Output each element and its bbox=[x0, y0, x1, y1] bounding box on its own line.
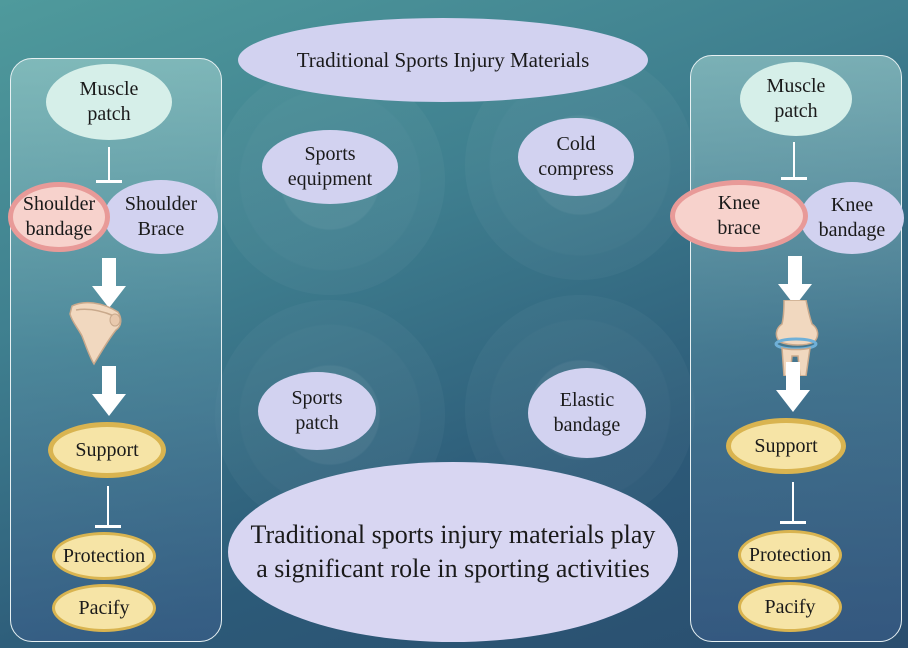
inhibit-connector bbox=[96, 147, 122, 183]
node-label: Protection bbox=[748, 543, 832, 566]
inhibit-connector bbox=[781, 142, 807, 180]
node-label: Sports patch bbox=[291, 387, 343, 434]
knee-brace-node: Knee brace bbox=[670, 180, 808, 252]
title-oval: Traditional Sports Injury Materials bbox=[238, 18, 648, 102]
conclusion-text: Traditional sports injury materials play… bbox=[250, 520, 656, 583]
node-label: Pacify bbox=[78, 596, 130, 619]
node-label: Muscle patch bbox=[79, 78, 139, 125]
down-arrow bbox=[776, 362, 810, 412]
title-text: Traditional Sports Injury Materials bbox=[296, 47, 590, 72]
node-label: Cold compress bbox=[538, 133, 614, 180]
inhibit-connector bbox=[780, 482, 806, 524]
node-label: Support bbox=[754, 434, 818, 457]
node-label: Protection bbox=[62, 544, 146, 567]
sports-patch-node: Sports patch bbox=[258, 372, 376, 450]
node-label: Support bbox=[75, 438, 139, 461]
right-muscle-patch-node: Muscle patch bbox=[740, 62, 852, 136]
inhibit-connector bbox=[95, 486, 121, 528]
shoulder-bandage-node: Shoulder bandage bbox=[8, 182, 110, 252]
left-muscle-patch-node: Muscle patch bbox=[46, 64, 172, 140]
right-pacify-node: Pacify bbox=[738, 582, 842, 632]
conclusion-oval: Traditional sports injury materials play… bbox=[228, 462, 678, 642]
node-label: Shoulder bandage bbox=[22, 193, 96, 240]
node-label: Elastic bandage bbox=[553, 389, 621, 436]
shoulder-blade-icon bbox=[69, 301, 122, 366]
knee-bandage-node: Knee bandage bbox=[800, 182, 904, 254]
down-arrow bbox=[92, 366, 126, 416]
node-label: Pacify bbox=[764, 595, 816, 618]
down-arrow bbox=[92, 258, 126, 308]
down-arrow bbox=[778, 256, 812, 306]
right-protection-node: Protection bbox=[738, 530, 842, 580]
node-label: Knee bandage bbox=[818, 194, 886, 241]
node-label: Muscle patch bbox=[766, 75, 826, 122]
elastic-bandage-node: Elastic bandage bbox=[528, 368, 646, 458]
shoulder-brace-node: Shoulder Brace bbox=[104, 180, 218, 254]
node-label: Sports equipment bbox=[287, 143, 373, 190]
node-label: Knee brace bbox=[717, 192, 761, 239]
cold-compress-node: Cold compress bbox=[518, 118, 634, 196]
left-protection-node: Protection bbox=[52, 532, 156, 580]
left-support-node: Support bbox=[48, 422, 166, 478]
left-pacify-node: Pacify bbox=[52, 584, 156, 632]
sports-equipment-node: Sports equipment bbox=[262, 130, 398, 204]
right-support-node: Support bbox=[726, 418, 846, 474]
node-label: Shoulder Brace bbox=[124, 193, 198, 240]
